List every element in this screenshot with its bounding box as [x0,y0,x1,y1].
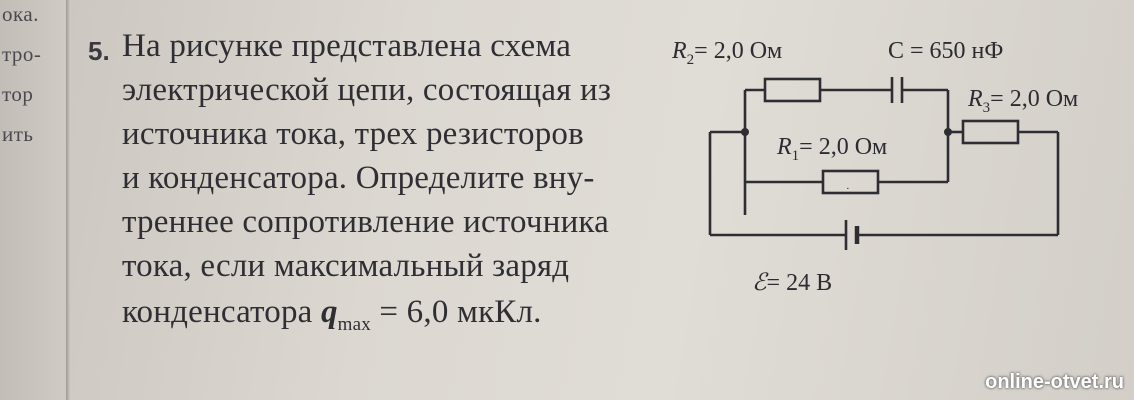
problem-text-line: тока, если максимальный заряд [122,248,570,284]
problem-text-line: треннее сопротивление источника [122,204,610,240]
problem-text-last-line: конденсатора qmax = 6,0 мкКл. [122,294,542,336]
label-emf: ℰ= 24 В [752,270,832,296]
charge-subscript: max [337,314,371,335]
page-fold [66,0,71,400]
problem-text-line: На рисунке представлена схема [122,28,572,64]
resistor-r1-dot: · [846,183,850,195]
circuit-node [741,128,749,136]
label-capacitor: C = 650 нФ [888,38,1003,64]
label-r3: R3= 2,0 Ом [967,86,1078,116]
resistor-r3 [961,119,1020,145]
label-r2: R2= 2,0 Ом [671,38,782,68]
circuit-diagram: · R2= 2,0 Ом C = 650 нФ R3= 2,0 Ом R1= 2… [671,38,1078,296]
margin-word: тор [2,82,34,106]
left-page-margin [0,0,70,400]
problem-text-line: источника тока, трех резисторов [122,116,584,152]
last-line-prefix: конденсатора [122,294,313,330]
margin-word: тро- [2,42,42,66]
margin-word: ока. [2,2,39,26]
label-r1: R1= 2,0 Ом [776,134,887,164]
last-line-suffix: = 6,0 мкКл. [379,294,542,330]
charge-symbol: q [320,294,338,330]
watermark: online-otvet.ru [985,371,1124,393]
resistor-r2 [763,77,822,103]
problem-text-line: электрической цепи, состоящая из [122,72,612,108]
problem-number: 5. [88,36,110,66]
resistor-r1 [821,169,880,195]
circuit-node [944,128,952,136]
problem-text-line: и конденсатора. Определите вну- [122,160,595,196]
margin-word: ить [2,122,34,146]
